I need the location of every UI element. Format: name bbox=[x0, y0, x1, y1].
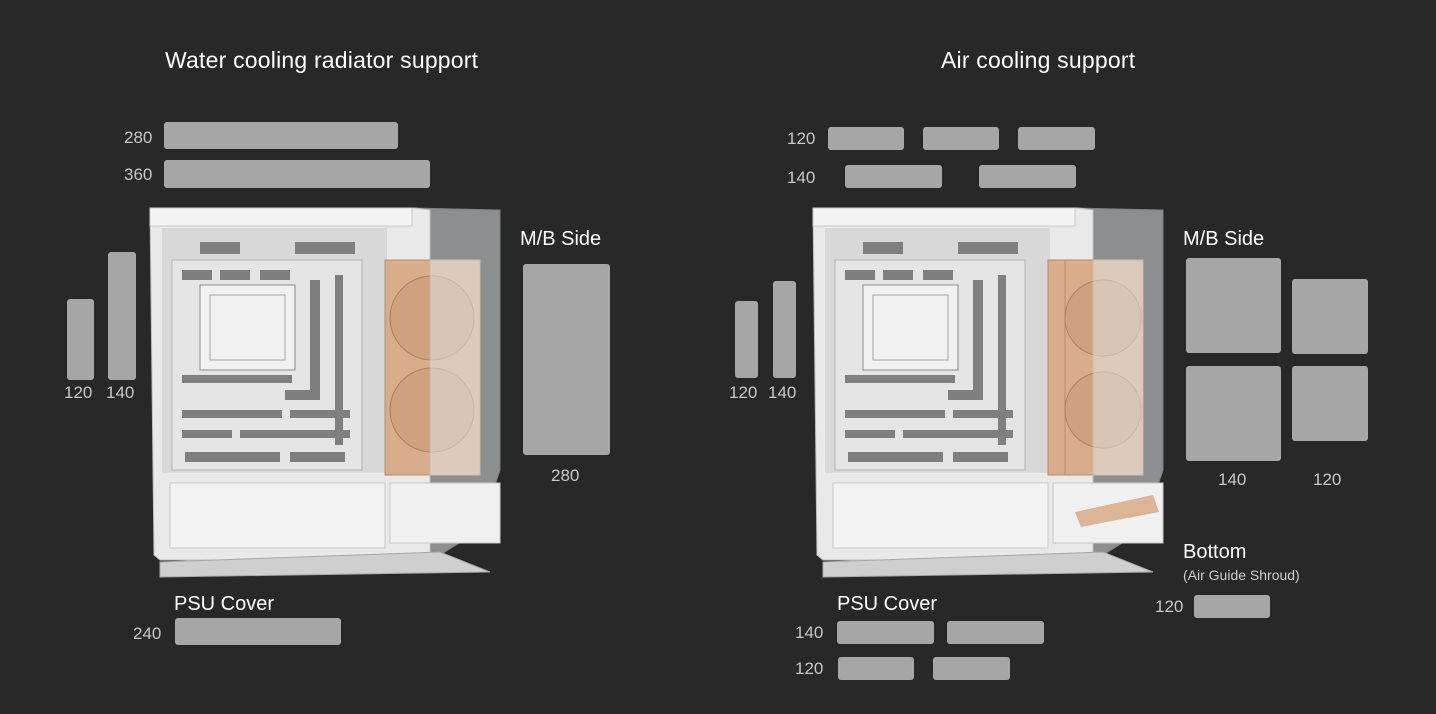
air-psu-cover-120-bar-2 bbox=[933, 657, 1010, 680]
air-psu-cover-label: PSU Cover bbox=[837, 593, 938, 615]
water-mb-side-size: 280 bbox=[551, 466, 580, 485]
air-rear-120-bar bbox=[735, 301, 758, 378]
water-top-size-b: 360 bbox=[124, 165, 153, 184]
air-mb-side-label: M/B Side bbox=[1183, 228, 1265, 250]
air-mb-side-140-bar-1 bbox=[1186, 258, 1281, 353]
air-top-120-bar-3 bbox=[1018, 127, 1095, 150]
air-bottom-size: 120 bbox=[1155, 597, 1184, 616]
air-bottom-120-bar bbox=[1194, 595, 1270, 618]
air-top-120-bar-1 bbox=[828, 127, 904, 150]
air-rear-140-bar bbox=[773, 281, 796, 378]
air-top-140-bar-1 bbox=[845, 165, 942, 188]
air-mb-side-120-bar-1 bbox=[1292, 279, 1368, 354]
air-mb-side-120-bar-2 bbox=[1292, 366, 1368, 441]
water-psu-cover-size: 240 bbox=[133, 624, 162, 643]
water-mb-side-label: M/B Side bbox=[520, 228, 602, 250]
water-rear-120-bar bbox=[67, 299, 94, 380]
water-top-size-a: 280 bbox=[124, 128, 153, 147]
air-psu-cover-size-a: 140 bbox=[795, 623, 824, 642]
water-top-360-bar bbox=[164, 160, 430, 188]
water-cooling-title: Water cooling radiator support bbox=[165, 47, 479, 73]
water-rear-size-b: 140 bbox=[106, 383, 135, 402]
air-psu-cover-140-bar-2 bbox=[947, 621, 1044, 644]
air-top-size-a: 120 bbox=[787, 129, 816, 148]
air-rear-size-a: 120 bbox=[729, 383, 758, 402]
air-psu-cover-140-bar-1 bbox=[837, 621, 934, 644]
air-bottom-sublabel: (Air Guide Shroud) bbox=[1183, 567, 1300, 583]
case-illustration-left bbox=[149, 207, 501, 578]
air-cooling-title: Air cooling support bbox=[941, 47, 1136, 73]
water-rear-140-bar bbox=[108, 252, 136, 380]
water-mb-side-280-bar bbox=[523, 264, 610, 455]
air-top-size-b: 140 bbox=[787, 168, 816, 187]
air-top-120-bar-2 bbox=[923, 127, 999, 150]
air-mb-side-140-bar-2 bbox=[1186, 366, 1281, 461]
air-bottom-label: Bottom bbox=[1183, 541, 1247, 563]
air-mb-side-size-b: 120 bbox=[1313, 470, 1342, 489]
air-top-140-bar-2 bbox=[979, 165, 1076, 188]
air-mb-side-size-a: 140 bbox=[1218, 470, 1247, 489]
air-psu-cover-120-bar-1 bbox=[838, 657, 914, 680]
water-rear-size-a: 120 bbox=[64, 383, 93, 402]
case-illustration-right bbox=[812, 207, 1164, 578]
water-psu-cover-240-bar bbox=[175, 618, 341, 645]
water-top-280-bar bbox=[164, 122, 398, 149]
water-psu-cover-label: PSU Cover bbox=[174, 593, 275, 615]
air-rear-size-b: 140 bbox=[768, 383, 797, 402]
air-psu-cover-size-b: 120 bbox=[795, 659, 824, 678]
